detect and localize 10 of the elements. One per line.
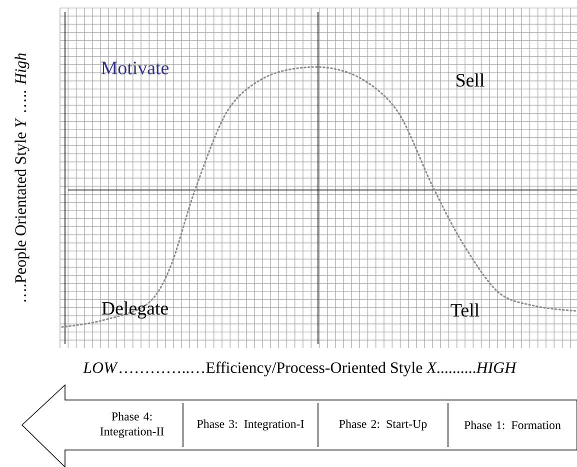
quadrant-label: Tell <box>450 303 480 317</box>
axis-label: ….People Orientated Style Y ….. High <box>14 53 30 302</box>
phase-cell: Phase 2: Start-Up <box>318 402 427 448</box>
axis-label: LOW…………..…Efficiency/Process-Oriented Style X..........HIGH <box>82 362 517 376</box>
phase-cell: Phase 3: Integration-I <box>182 402 304 448</box>
quadrant-label: Motivate <box>101 62 169 74</box>
phase-cell: Phase 4: Integration-II <box>100 412 164 438</box>
phase-cell: Phase 1: Formation <box>448 402 561 448</box>
quadrant-label: Delegate <box>102 301 168 319</box>
quadrant-label: Sell <box>456 73 484 87</box>
